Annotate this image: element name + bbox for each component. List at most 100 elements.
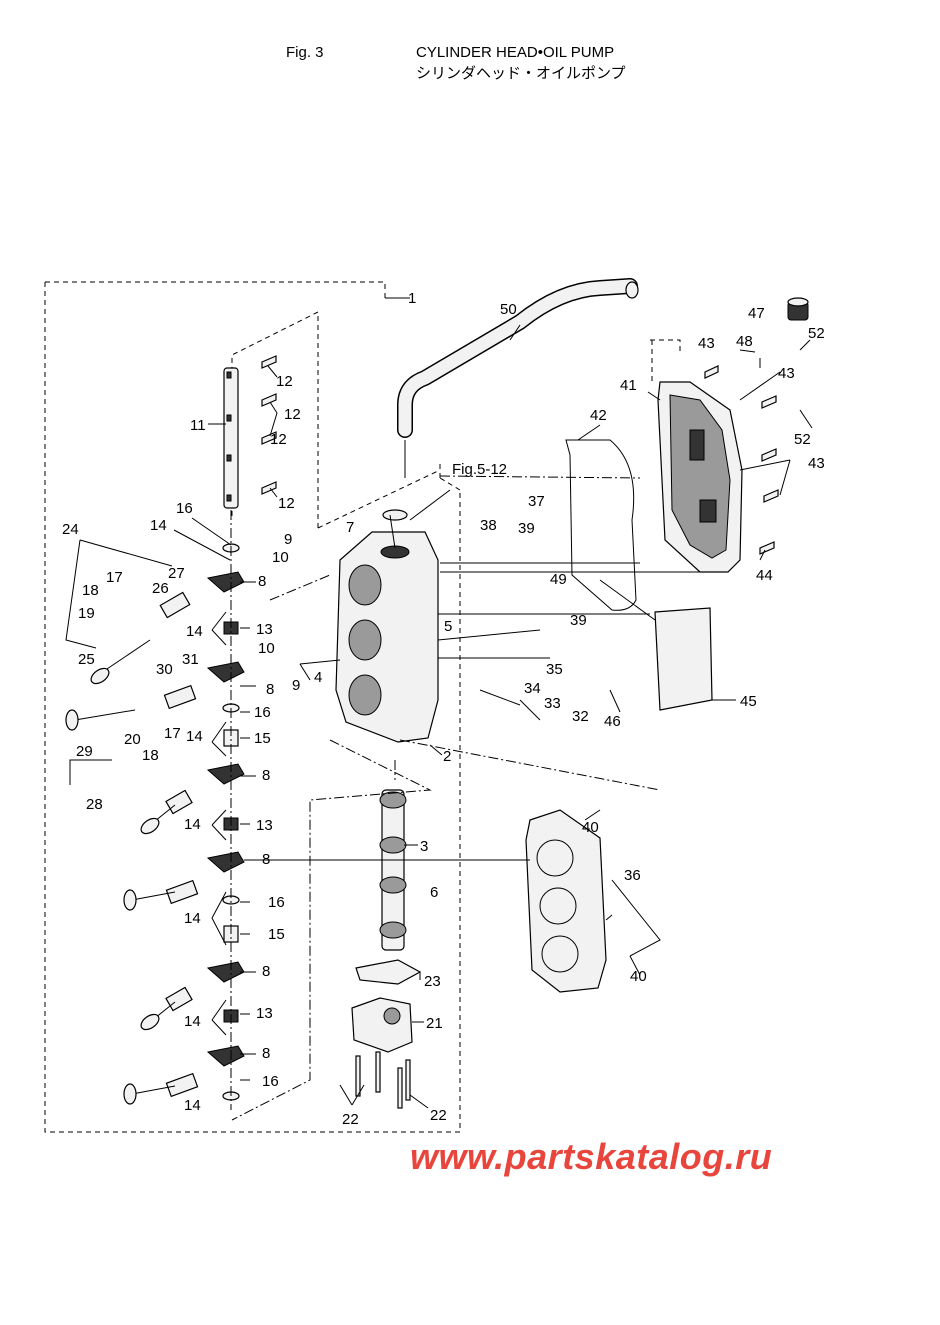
callout-8: 8	[262, 851, 270, 868]
callout-8: 8	[262, 767, 270, 784]
callout-43: 43	[808, 455, 825, 472]
callout-12: 12	[270, 431, 287, 448]
callout-3: 3	[420, 838, 428, 855]
rocker-shaft	[223, 367, 239, 509]
callout-19: 19	[78, 605, 95, 622]
callout-39: 39	[570, 612, 587, 629]
cover-plate	[654, 607, 713, 711]
callout-33: 33	[544, 695, 561, 712]
callout-14: 14	[184, 816, 201, 833]
oil-pump	[351, 959, 422, 1053]
callout-15: 15	[254, 730, 271, 747]
callout-29: 29	[76, 743, 93, 760]
callout-52: 52	[808, 325, 825, 342]
page-title: CYLINDER HEAD•OIL PUMP	[416, 44, 615, 61]
callout-39: 39	[518, 520, 535, 537]
callout-12: 12	[284, 406, 301, 423]
cylinder-head-cover	[657, 381, 743, 573]
callout-43: 43	[778, 365, 795, 382]
callout-13: 13	[256, 817, 273, 834]
callout-12: 12	[276, 373, 293, 390]
watermark-text: www.partskatalog.ru	[410, 1136, 773, 1177]
callout-14: 14	[186, 623, 203, 640]
callout-34: 34	[524, 680, 541, 697]
callout-30: 30	[156, 661, 173, 678]
callout-44: 44	[756, 567, 773, 584]
callout-26: 26	[152, 580, 169, 597]
callout-8: 8	[258, 573, 266, 590]
valve-train	[65, 543, 245, 1105]
callout-14: 14	[184, 1097, 201, 1114]
cylinder-head	[335, 509, 439, 743]
callout-23: 23	[424, 973, 441, 990]
callout-1: 1	[408, 290, 416, 307]
callout-2: 2	[443, 748, 451, 765]
callout-17: 17	[106, 569, 123, 586]
callout-27: 27	[168, 565, 185, 582]
callout-25: 25	[78, 651, 95, 668]
callout-31: 31	[182, 651, 199, 668]
callout-14: 14	[186, 728, 203, 745]
callout-47: 47	[748, 305, 765, 322]
callout-41: 41	[620, 377, 637, 394]
callout-labels: 1 2 3 4 5 6 7 8 8 8 8 8 8 9 9 10 10 11 1…	[62, 290, 825, 1128]
callout-42: 42	[590, 407, 607, 424]
callout-49: 49	[550, 571, 567, 588]
callout-13: 13	[256, 1005, 273, 1022]
oil-pump-bolts	[355, 1051, 411, 1109]
callout-16: 16	[268, 894, 285, 911]
callout-45: 45	[740, 693, 757, 710]
callout-18: 18	[142, 747, 159, 764]
camshaft	[379, 789, 407, 951]
callout-6: 6	[430, 884, 438, 901]
head-cover-gasket	[565, 439, 637, 611]
callout-22: 22	[430, 1107, 447, 1124]
callout-20: 20	[124, 731, 141, 748]
callout-4: 4	[314, 669, 322, 686]
callout-40: 40	[582, 819, 599, 836]
callout-36: 36	[624, 867, 641, 884]
callout-21: 21	[426, 1015, 443, 1032]
callout-16: 16	[254, 704, 271, 721]
callout-7: 7	[346, 519, 354, 536]
bolts-12	[261, 355, 277, 495]
cover-bolts	[704, 365, 779, 555]
callout-5: 5	[444, 618, 452, 635]
callout-10: 10	[272, 549, 289, 566]
head-gasket	[525, 809, 607, 993]
head-boundary	[231, 311, 461, 529]
oil-filler-cap	[787, 297, 809, 321]
callout-43: 43	[698, 335, 715, 352]
callout-11: 11	[190, 417, 206, 434]
figure-number: Fig. 3	[286, 44, 324, 61]
callout-9: 9	[292, 677, 300, 694]
callout-22: 22	[342, 1111, 359, 1128]
page-title-japanese: シリンダヘッド・オイルポンプ	[416, 64, 626, 82]
callout-37: 37	[528, 493, 545, 510]
cross-reference-label: Fig.5-12	[452, 461, 507, 478]
callout-35: 35	[546, 661, 563, 678]
callout-52: 52	[794, 431, 811, 448]
callout-32: 32	[572, 708, 589, 725]
callout-16: 16	[176, 500, 193, 517]
callout-28: 28	[86, 796, 103, 813]
callout-8: 8	[262, 1045, 270, 1062]
callout-14: 14	[150, 517, 167, 534]
callout-10: 10	[258, 640, 275, 657]
callout-24: 24	[62, 521, 79, 538]
callout-9: 9	[284, 531, 292, 548]
callout-48: 48	[736, 333, 753, 350]
callout-14: 14	[184, 910, 201, 927]
callout-50: 50	[500, 301, 517, 318]
callout-12: 12	[278, 495, 295, 512]
leader-lines	[65, 297, 813, 1121]
callout-13: 13	[256, 621, 273, 638]
callout-17: 17	[164, 725, 181, 742]
callout-38: 38	[480, 517, 497, 534]
callout-14: 14	[184, 1013, 201, 1030]
callout-16: 16	[262, 1073, 279, 1090]
callout-18: 18	[82, 582, 99, 599]
callout-40: 40	[630, 968, 647, 985]
callout-8: 8	[266, 681, 274, 698]
